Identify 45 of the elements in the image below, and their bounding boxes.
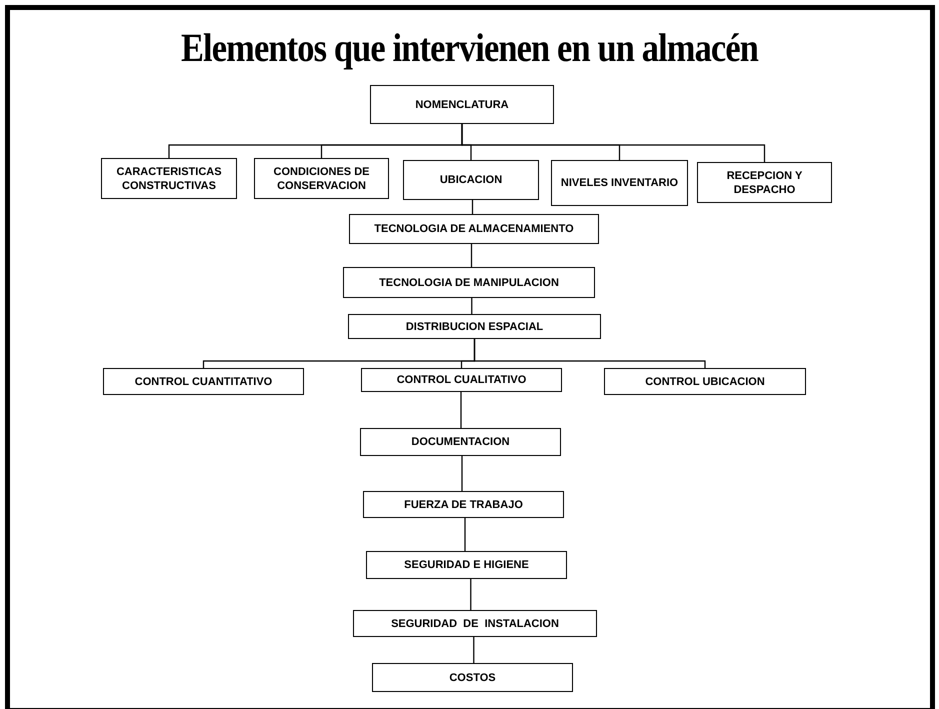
connector-line [461, 124, 766, 162]
connector-line [474, 339, 706, 368]
box-label: TECNOLOGIA DE MANIPULACION [378, 276, 560, 290]
box-label: CONDICIONES DE CONSERVACION [272, 164, 370, 192]
box-label: CONTROL CUANTITATIVO [134, 374, 274, 388]
box-label: RECEPCION Y DESPACHO [726, 168, 804, 196]
process-box [101, 158, 237, 199]
connector-line [460, 392, 462, 428]
box-label: DISTRIBUCION ESPACIAL [404, 320, 544, 334]
process-box [348, 314, 601, 339]
process-box [363, 491, 564, 518]
connector-line [471, 298, 472, 314]
process-box [103, 368, 304, 395]
box-label: COSTOS [448, 670, 497, 684]
box-label: TECNOLOGIA DE ALMACENAMIENTO [373, 222, 575, 236]
process-box [370, 85, 554, 124]
box-label: SEGURIDAD E HIGIENE [403, 558, 530, 572]
process-box [403, 160, 539, 200]
box-label: NIVELES INVENTARIO [560, 176, 680, 190]
connector-line [473, 637, 474, 663]
title: Elementos que intervienen en un almacén [180, 24, 760, 72]
process-box [361, 368, 562, 392]
connector-line [470, 579, 472, 610]
connector-line [470, 244, 472, 267]
box-label: SEGURIDAD DE INSTALACION [390, 616, 560, 630]
connector-line [464, 518, 466, 551]
process-box [353, 610, 597, 637]
connector-line [472, 200, 474, 214]
process-box [254, 158, 389, 199]
process-box [360, 428, 561, 456]
process-box [366, 551, 567, 579]
process-box [343, 267, 595, 298]
box-label: NOMENCLATURA [414, 98, 510, 112]
box-label: CARACTERISTICAS CONSTRUCTIVAS [115, 164, 223, 192]
process-box [349, 214, 599, 244]
box-label: FUERZA DE TRABAJO [403, 498, 524, 512]
process-box [697, 162, 832, 203]
box-label: UBICACION [438, 173, 504, 187]
box-label: CONTROL UBICACION [644, 374, 766, 388]
connector-line [461, 456, 463, 491]
box-label: CONTROL CUALITATIVO [396, 373, 528, 387]
process-box [604, 368, 806, 395]
process-box [551, 160, 688, 206]
process-box [372, 663, 573, 692]
box-label: DOCUMENTACION [410, 435, 511, 449]
